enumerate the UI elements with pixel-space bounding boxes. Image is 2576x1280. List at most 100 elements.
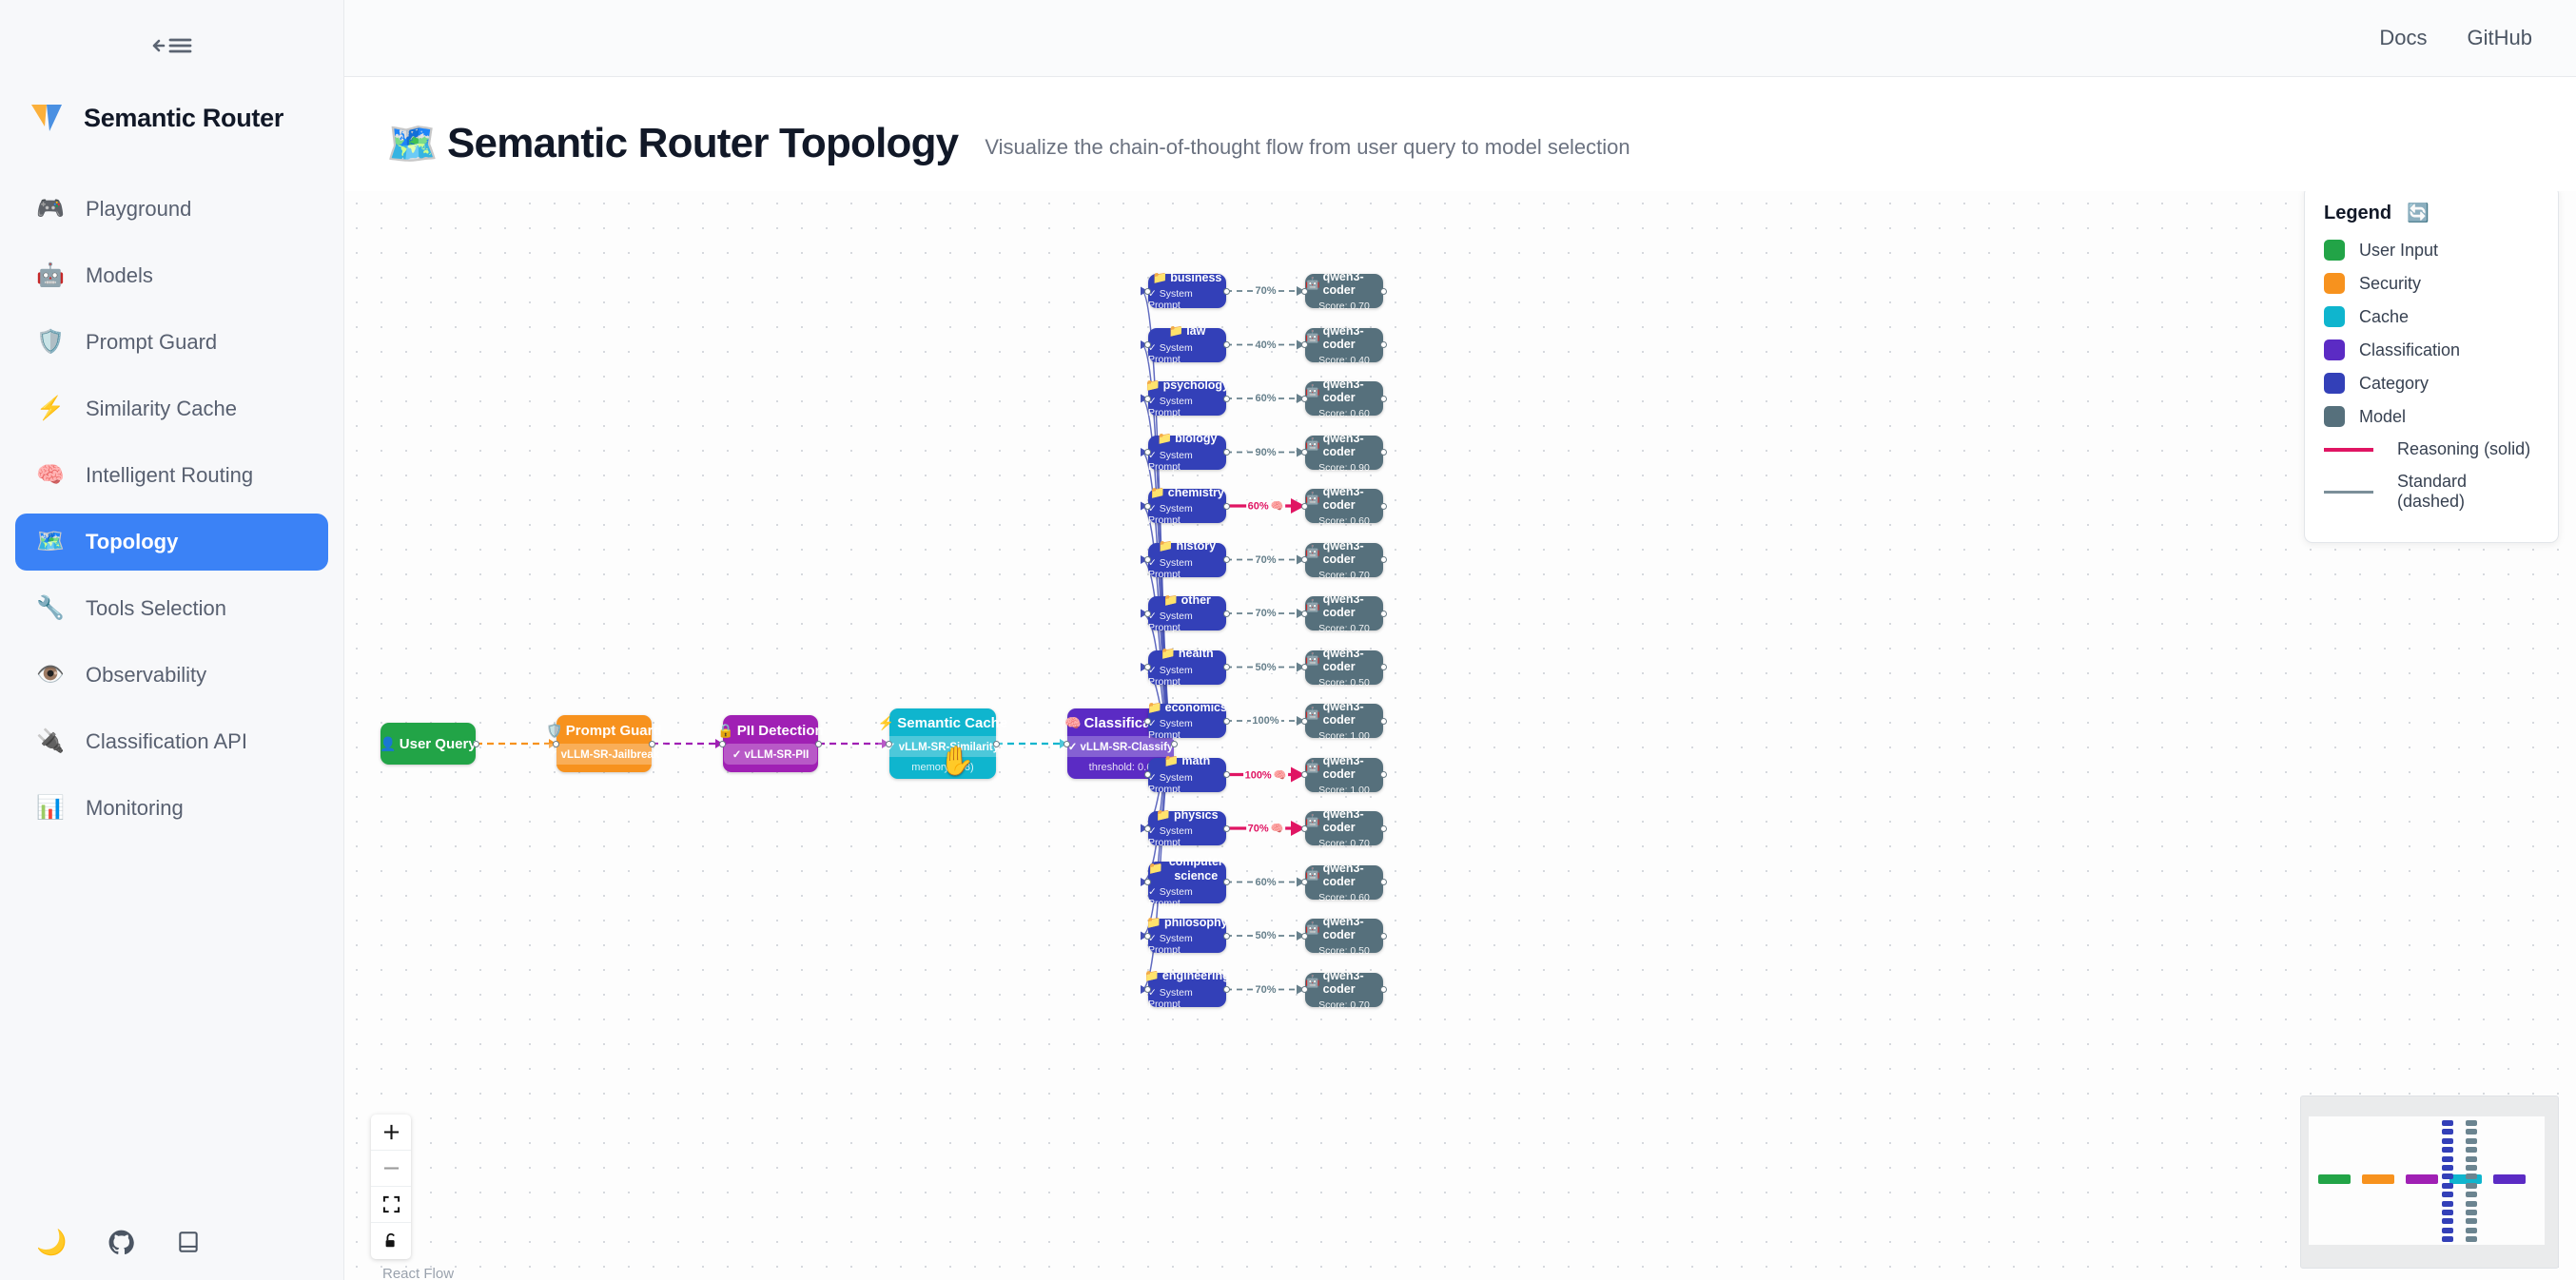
node-category-biology[interactable]: 📁biology✓ System Prompt <box>1144 432 1230 473</box>
sidebar-item-prompt-guard[interactable]: 🛡️Prompt Guard <box>15 314 328 371</box>
output-port[interactable] <box>1380 986 1387 993</box>
output-port[interactable] <box>1223 771 1230 778</box>
react-flow-attribution[interactable]: React Flow <box>382 1266 455 1280</box>
input-port[interactable] <box>1144 556 1151 563</box>
lock-button[interactable] <box>371 1223 411 1259</box>
input-port[interactable] <box>1301 395 1308 402</box>
output-port[interactable] <box>993 740 1000 747</box>
brand[interactable]: Semantic Router <box>0 91 343 145</box>
zoom-out-button[interactable] <box>371 1151 411 1187</box>
output-port[interactable] <box>1380 449 1387 456</box>
node-category-computer-science[interactable]: 📁computer science✓ System Prompt <box>1144 855 1230 909</box>
input-port[interactable] <box>1144 771 1151 778</box>
node-category-business[interactable]: 📁business✓ System Prompt <box>1144 271 1230 311</box>
output-port[interactable] <box>1223 556 1230 563</box>
input-port[interactable] <box>1301 932 1308 940</box>
input-port[interactable] <box>1301 717 1308 725</box>
output-port[interactable] <box>1380 395 1387 402</box>
input-port[interactable] <box>1301 664 1308 670</box>
output-port[interactable] <box>1223 986 1230 993</box>
input-port[interactable] <box>1144 395 1151 402</box>
node-category-other[interactable]: 📁other✓ System Prompt <box>1144 593 1230 633</box>
output-port[interactable] <box>1380 771 1387 778</box>
github-icon[interactable] <box>108 1230 135 1255</box>
output-port[interactable] <box>1223 287 1230 295</box>
output-port[interactable] <box>1380 879 1387 885</box>
input-port[interactable] <box>1064 740 1070 747</box>
input-port[interactable] <box>1301 986 1308 993</box>
input-port[interactable] <box>553 740 559 747</box>
node-category-economics[interactable]: 📁economics✓ System Prompt <box>1144 701 1230 741</box>
input-port[interactable] <box>1144 287 1151 295</box>
node-category-health[interactable]: 📁health✓ System Prompt <box>1144 647 1230 688</box>
output-port[interactable] <box>1380 610 1387 617</box>
input-port[interactable] <box>886 740 892 747</box>
sidebar-item-models[interactable]: 🤖Models <box>15 247 328 304</box>
node-category-engineering[interactable]: 📁engineering✓ System Prompt <box>1144 969 1230 1010</box>
output-port[interactable] <box>1380 824 1387 832</box>
topology-canvas[interactable]: 👤User Query🛡️Prompt Guard✓ vLLM-SR-Jailb… <box>344 191 2576 1280</box>
input-port[interactable] <box>1144 932 1151 940</box>
sidebar-item-topology[interactable]: 🗺️Topology <box>15 514 328 571</box>
collapse-menu-icon[interactable] <box>147 28 197 64</box>
input-port[interactable] <box>1301 556 1308 563</box>
zoom-in-button[interactable] <box>371 1115 411 1151</box>
input-port[interactable] <box>1144 879 1151 885</box>
input-port[interactable] <box>1301 610 1308 617</box>
input-port[interactable] <box>1144 986 1151 993</box>
docs-link[interactable]: Docs <box>2379 26 2428 49</box>
node-category-psychology[interactable]: 📁psychology✓ System Prompt <box>1144 378 1230 418</box>
input-port[interactable] <box>1144 664 1151 670</box>
node-user[interactable]: 👤User Query <box>380 723 479 765</box>
input-port[interactable] <box>1144 610 1151 617</box>
input-port[interactable] <box>1144 717 1151 725</box>
output-port[interactable] <box>1223 717 1230 725</box>
sidebar-item-intelligent-routing[interactable]: 🧠Intelligent Routing <box>15 447 328 504</box>
sidebar-item-monitoring[interactable]: 📊Monitoring <box>15 780 328 837</box>
minimap[interactable] <box>2300 1096 2559 1269</box>
input-port[interactable] <box>1144 449 1151 456</box>
input-port[interactable] <box>1301 771 1308 778</box>
output-port[interactable] <box>1223 449 1230 456</box>
output-port[interactable] <box>1380 287 1387 295</box>
input-port[interactable] <box>1144 824 1151 832</box>
input-port[interactable] <box>1144 341 1151 348</box>
dark-mode-toggle-icon[interactable]: 🌙 <box>36 1228 68 1256</box>
sidebar-item-classification-api[interactable]: 🔌Classification API <box>15 713 328 770</box>
input-port[interactable] <box>1301 449 1308 456</box>
output-port[interactable] <box>1223 664 1230 670</box>
input-port[interactable] <box>1301 824 1308 832</box>
node-pii[interactable]: 🔒PII Detection✓ vLLM-SR-PII <box>717 715 824 772</box>
node-category-math[interactable]: 📁math✓ System Prompt <box>1144 754 1230 795</box>
input-port[interactable] <box>719 740 726 747</box>
output-port[interactable] <box>815 740 822 747</box>
github-link[interactable]: GitHub <box>2467 26 2532 49</box>
output-port[interactable] <box>649 740 655 747</box>
sidebar-item-similarity-cache[interactable]: ⚡Similarity Cache <box>15 380 328 437</box>
output-port[interactable] <box>1223 502 1230 510</box>
output-port[interactable] <box>1223 879 1230 885</box>
refresh-icon[interactable]: 🔄 <box>2407 204 2430 223</box>
node-category-law[interactable]: 📁law✓ System Prompt <box>1144 324 1230 365</box>
output-port[interactable] <box>1223 824 1230 832</box>
output-port[interactable] <box>1223 932 1230 940</box>
sidebar-item-playground[interactable]: 🎮Playground <box>15 181 328 238</box>
docs-book-icon[interactable] <box>176 1230 201 1254</box>
output-port[interactable] <box>1380 556 1387 563</box>
output-port[interactable] <box>1223 610 1230 617</box>
output-port[interactable] <box>1223 341 1230 348</box>
